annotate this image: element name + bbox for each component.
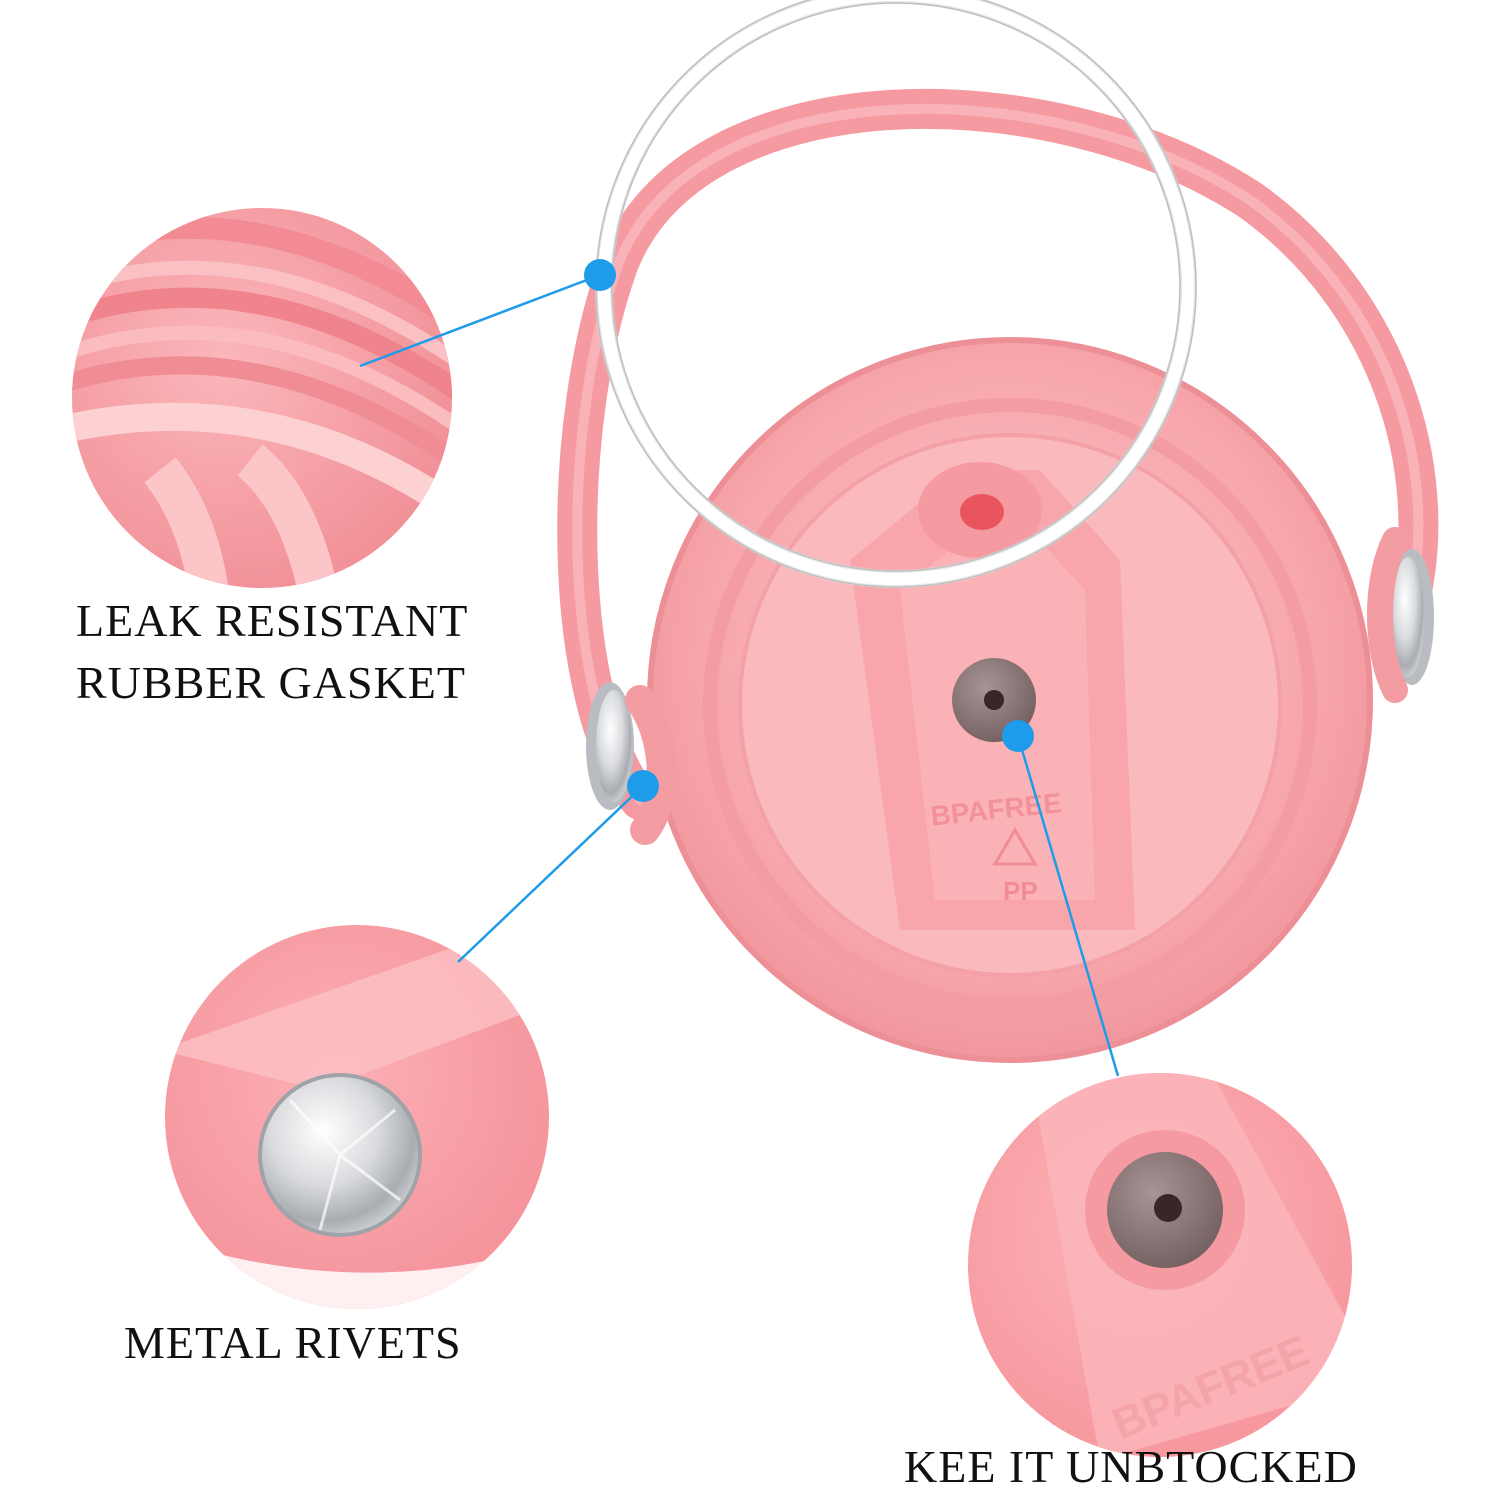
vent-zoom: BPAFREE [968,1073,1352,1457]
recycle-icon [992,827,1038,866]
right-rivet [1390,549,1434,685]
callout-dot-icon [627,770,659,802]
lid-emboss-pp: PP [1003,876,1038,906]
drink-spout [960,494,1004,530]
vent-caption: KEE IT UNBTOCKED [904,1441,1358,1492]
gasket-zoom [72,208,452,588]
gasket-caption: LEAK RESISTANT RUBBER GASKET [76,590,468,714]
gasket-callout-line [359,273,601,368]
rivet-zoom [165,925,549,1309]
callout-dot-icon [1002,720,1034,752]
rivet-callout-line [457,785,644,963]
left-rivet [586,682,634,810]
gasket-caption-line-2: RUBBER GASKET [76,657,466,709]
lid: BPAFREE PP [557,88,1439,1063]
gasket-caption-line-1: LEAK RESISTANT [76,595,469,646]
callout-dot-icon [584,259,616,291]
callout-lines [359,273,1120,1077]
vent-callout-line [1016,735,1120,1077]
rivets-caption: METAL RIVETS [124,1317,462,1368]
